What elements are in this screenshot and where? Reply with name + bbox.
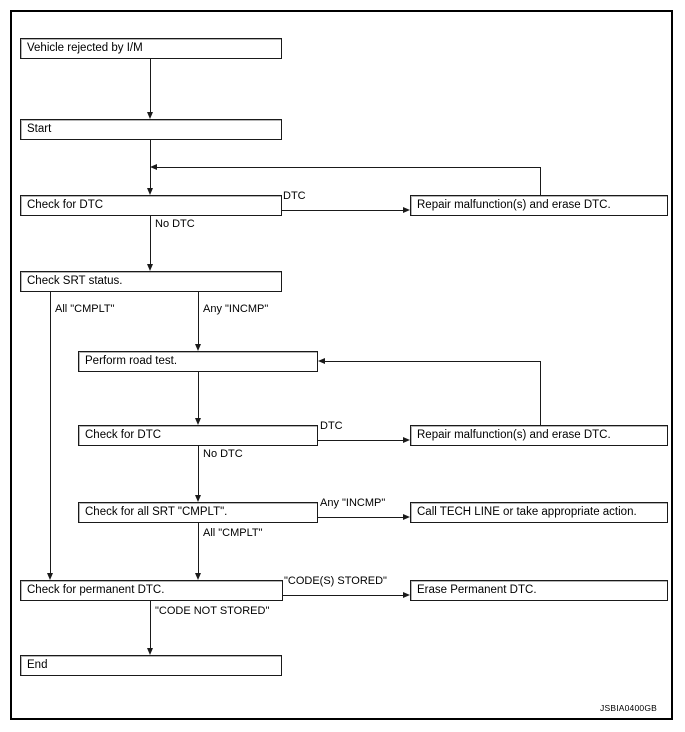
arrowhead-permanent-dtc-center <box>194 573 201 580</box>
node-erase-permanent-dtc: Erase Permanent DTC. <box>410 580 668 601</box>
edge-label-all-cmplt-1: All "CMPLT" <box>55 303 115 315</box>
node-check-permanent-dtc: Check for permanent DTC. <box>20 580 283 601</box>
node-label: Check for all SRT "CMPLT". <box>85 506 228 518</box>
connector-repair1-feedback-vertical <box>540 167 541 195</box>
node-label: Repair malfunction(s) and erase DTC. <box>417 429 611 441</box>
edge-label-any-incmp-1: Any "INCMP" <box>203 303 269 315</box>
node-label: Check SRT status. <box>27 275 123 287</box>
node-call-tech-line: Call TECH LINE or take appropriate actio… <box>410 502 668 523</box>
edge-label-codes-stored: "CODE(S) STORED" <box>284 575 387 587</box>
connector-check-dtc2-to-all-srt <box>198 446 199 495</box>
edge-label-dtc-2: DTC <box>320 420 343 432</box>
arrowhead-check-srt-status <box>146 264 153 271</box>
connector-road-test-to-check-dtc2 <box>198 372 199 418</box>
arrowhead-permanent-dtc-left <box>46 573 53 580</box>
connector-check-dtc1-to-repair1 <box>282 210 403 211</box>
connector-permanent-dtc-to-erase <box>283 595 403 596</box>
connector-vehicle-to-start <box>150 59 151 112</box>
edge-label-code-not-stored: "CODE NOT STORED" <box>155 605 270 617</box>
edge-label-all-cmplt-2: All "CMPLT" <box>203 527 263 539</box>
node-repair-malfunctions-1: Repair malfunction(s) and erase DTC. <box>410 195 668 216</box>
connector-all-srt-to-tech-line <box>318 517 403 518</box>
arrowhead-start <box>146 112 153 119</box>
connector-repair1-feedback-horizontal <box>157 167 541 168</box>
node-label: Check for permanent DTC. <box>27 584 165 596</box>
connector-check-dtc1-to-srt <box>150 216 151 264</box>
node-label: End <box>27 659 48 671</box>
edge-label-no-dtc-2: No DTC <box>203 448 243 460</box>
node-end: End <box>20 655 282 676</box>
arrowhead-call-tech-line <box>403 513 410 520</box>
arrowhead-end <box>146 648 153 655</box>
node-check-dtc-2: Check for DTC <box>78 425 318 446</box>
arrowhead-repair1-feedback <box>150 163 157 170</box>
node-label: Check for DTC <box>27 199 104 211</box>
node-check-srt-status: Check SRT status. <box>20 271 282 292</box>
connector-srt-any-incmp <box>198 292 199 344</box>
edge-label-dtc-1: DTC <box>283 190 306 202</box>
node-label: Start <box>27 123 52 135</box>
connector-repair2-feedback-horizontal <box>325 361 541 362</box>
node-label: Call TECH LINE or take appropriate actio… <box>417 506 637 518</box>
diagram-frame <box>10 10 673 720</box>
node-label: Erase Permanent DTC. <box>417 584 537 596</box>
connector-srt-all-cmplt-long <box>50 292 51 573</box>
arrowhead-check-dtc-1 <box>146 188 153 195</box>
arrowhead-repair2-feedback <box>318 357 325 364</box>
arrowhead-repair2 <box>403 436 410 443</box>
connector-check-dtc2-to-repair2 <box>318 440 403 441</box>
node-label: Vehicle rejected by I/M <box>27 42 143 54</box>
node-repair-malfunctions-2: Repair malfunction(s) and erase DTC. <box>410 425 668 446</box>
arrowhead-repair1 <box>403 206 410 213</box>
node-start: Start <box>20 119 282 140</box>
arrowhead-check-dtc-2 <box>194 418 201 425</box>
node-label: Check for DTC <box>85 429 162 441</box>
arrowhead-check-all-srt <box>194 495 201 502</box>
connector-all-srt-to-permanent-dtc <box>198 523 199 573</box>
connector-permanent-dtc-to-end <box>150 601 151 648</box>
node-label: Repair malfunction(s) and erase DTC. <box>417 199 611 211</box>
node-perform-road-test: Perform road test. <box>78 351 318 372</box>
arrowhead-perform-road-test <box>194 344 201 351</box>
node-check-dtc-1: Check for DTC <box>20 195 282 216</box>
edge-label-any-incmp-2: Any "INCMP" <box>320 497 386 509</box>
figure-id-code: JSBIA0400GB <box>600 703 658 713</box>
connector-repair2-feedback-vertical <box>540 361 541 425</box>
arrowhead-erase-permanent-dtc <box>403 591 410 598</box>
node-check-all-srt-cmplt: Check for all SRT "CMPLT". <box>78 502 318 523</box>
node-vehicle-rejected: Vehicle rejected by I/M <box>20 38 282 59</box>
edge-label-no-dtc-1: No DTC <box>155 218 195 230</box>
node-label: Perform road test. <box>85 355 178 367</box>
